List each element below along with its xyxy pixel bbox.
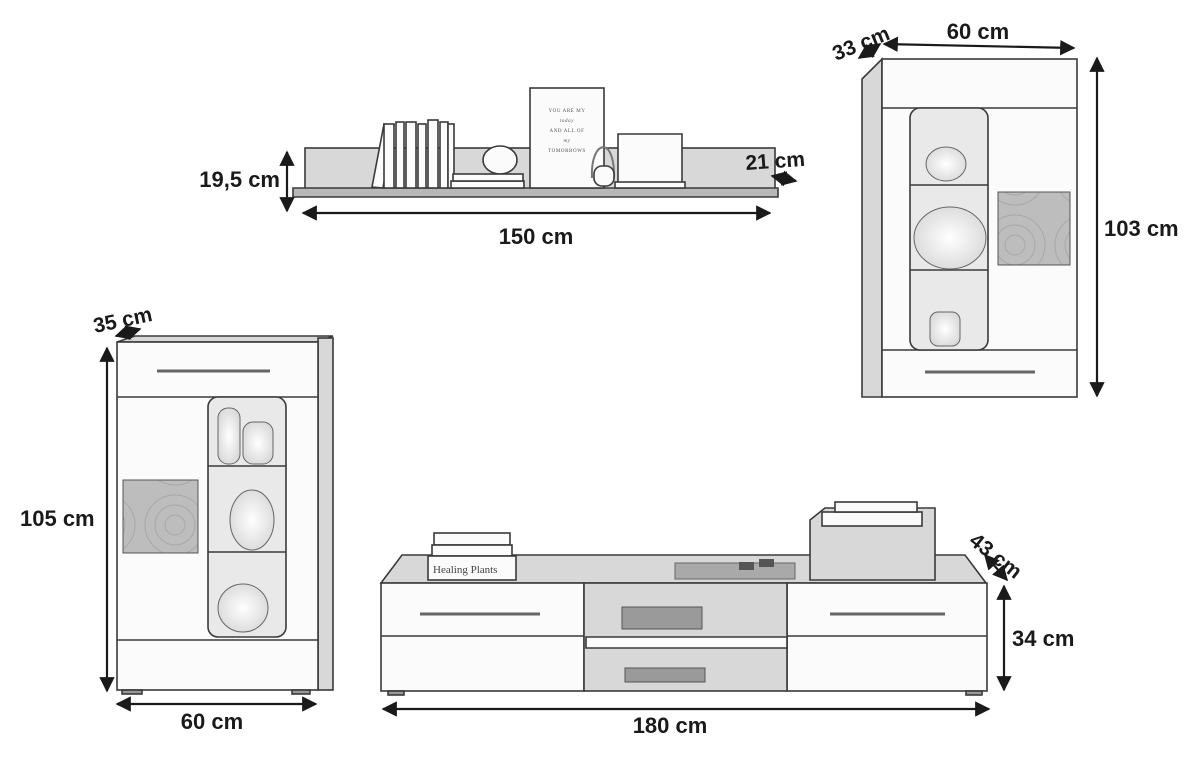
frame-line-3: AND ALL OF bbox=[550, 129, 585, 134]
wall-cabinet bbox=[861, 57, 1078, 398]
wall-cabinet-jar bbox=[929, 311, 961, 347]
wall-cabinet-bowl bbox=[913, 206, 987, 270]
high-cabinet-vase-3 bbox=[229, 489, 275, 551]
books-left bbox=[371, 119, 455, 189]
headphones bbox=[590, 146, 616, 187]
tv-depth-arrow bbox=[983, 553, 1009, 582]
high-cabinet-vase-4 bbox=[217, 583, 269, 633]
high-width-label: 60 cm bbox=[181, 709, 243, 734]
book-title: Healing Plants bbox=[433, 564, 497, 576]
shelf-height-label: 19,5 cm bbox=[199, 167, 280, 192]
tv-board-box bbox=[809, 501, 936, 581]
high-depth-arrow bbox=[114, 324, 142, 341]
wall-width-label: 60 cm bbox=[947, 19, 1009, 44]
frame-line-5: TOMORROWS bbox=[548, 149, 586, 154]
high-height-label: 105 cm bbox=[20, 506, 95, 531]
shelf-depth-label: 21 cm bbox=[745, 148, 806, 175]
high-cabinet-wood-panel bbox=[122, 479, 199, 554]
shelf-width-label: 150 cm bbox=[499, 224, 574, 249]
high-cabinet-vase-1 bbox=[217, 407, 241, 465]
wall-depth-arrow bbox=[857, 43, 882, 59]
tv-height-label: 34 cm bbox=[1012, 626, 1074, 651]
tv-width-label: 180 cm bbox=[633, 713, 708, 738]
tv-board-tray bbox=[674, 562, 796, 580]
shelf-vase bbox=[482, 145, 518, 175]
wall-shelf: YOU ARE MY today AND ALL OF my TOMORROWS bbox=[292, 87, 779, 198]
picture-frame: YOU ARE MY today AND ALL OF my TOMORROWS bbox=[529, 87, 605, 189]
high-depth-label: 35 cm bbox=[91, 303, 154, 338]
tv-board-device-2 bbox=[624, 667, 706, 683]
tv-board-device-1 bbox=[621, 606, 703, 630]
frame-line-4: my bbox=[563, 139, 570, 144]
frame-line-1: YOU ARE MY bbox=[548, 109, 585, 114]
wall-height-label: 103 cm bbox=[1104, 216, 1179, 241]
shelf-tablet bbox=[614, 133, 686, 189]
high-cabinet bbox=[116, 335, 334, 695]
tv-board: Healing Plants bbox=[379, 501, 988, 696]
wall-cabinet-wood-panel bbox=[997, 191, 1071, 266]
tv-board-books: Healing Plants bbox=[427, 532, 517, 581]
shelf-book-stack bbox=[450, 173, 525, 189]
tv-board-remotes bbox=[739, 559, 774, 570]
frame-line-2: today bbox=[560, 119, 574, 124]
shelf-depth-arrow bbox=[770, 170, 798, 187]
wall-cabinet-vase bbox=[925, 146, 967, 182]
high-cabinet-vase-2 bbox=[242, 421, 274, 465]
wall-width-arrow bbox=[882, 36, 1076, 56]
